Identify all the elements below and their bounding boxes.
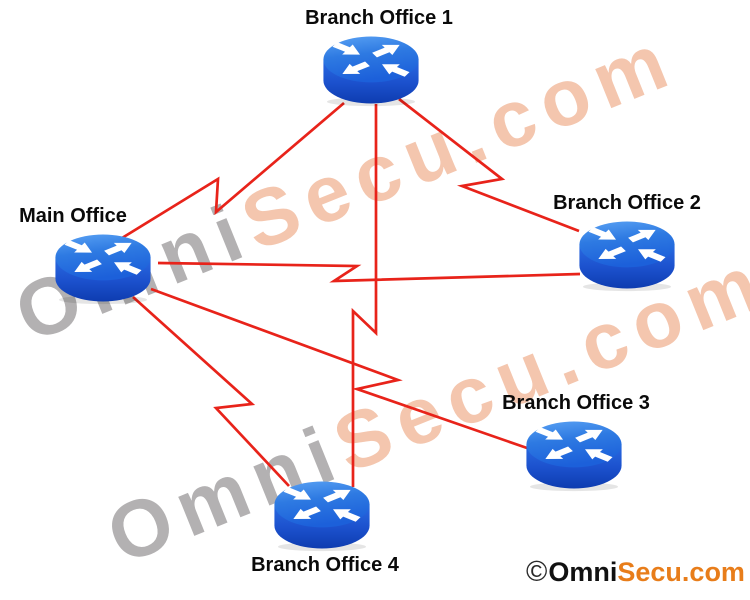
link-main-office--branch-office-4 [132,295,290,487]
router-label-branch-office-4: Branch Office 4 [251,554,399,576]
copyright-icon: © [526,556,548,588]
router-icon [55,234,151,305]
link-main-office--branch-office-2 [157,261,581,283]
router-arrows [588,227,666,262]
link-branch-office-1--branch-office-4 [351,104,378,487]
router-icon [579,221,675,292]
router-icon [526,421,622,492]
router-node-branch-office-3: Branch Office 3 [502,390,650,492]
router-icon [323,36,419,107]
link-main-office--branch-office-3 [150,287,528,450]
logo-omni-text: Omni [548,557,618,587]
omnisecu-logo: ©OmniSecu.com [526,552,745,592]
router-node-branch-office-1: Branch Office 1 [305,5,453,107]
router-arrows [332,42,410,77]
logo-secu-text: Secu.com [617,557,745,587]
link-branch-office-1--branch-office-2 [398,97,580,233]
router-icon [274,481,370,552]
router-label-branch-office-3: Branch Office 3 [502,392,650,414]
router-arrows [64,240,142,275]
router-label-branch-office-2: Branch Office 2 [553,192,701,214]
router-arrows [535,427,613,462]
router-node-branch-office-2: Branch Office 2 [553,190,701,292]
router-label-main-office: Main Office [19,205,127,227]
router-node-main-office: Main Office [19,203,168,305]
router-arrows [283,487,361,522]
router-label-branch-office-1: Branch Office 1 [305,7,453,29]
router-node-branch-office-4: Branch Office 4 [251,478,399,580]
